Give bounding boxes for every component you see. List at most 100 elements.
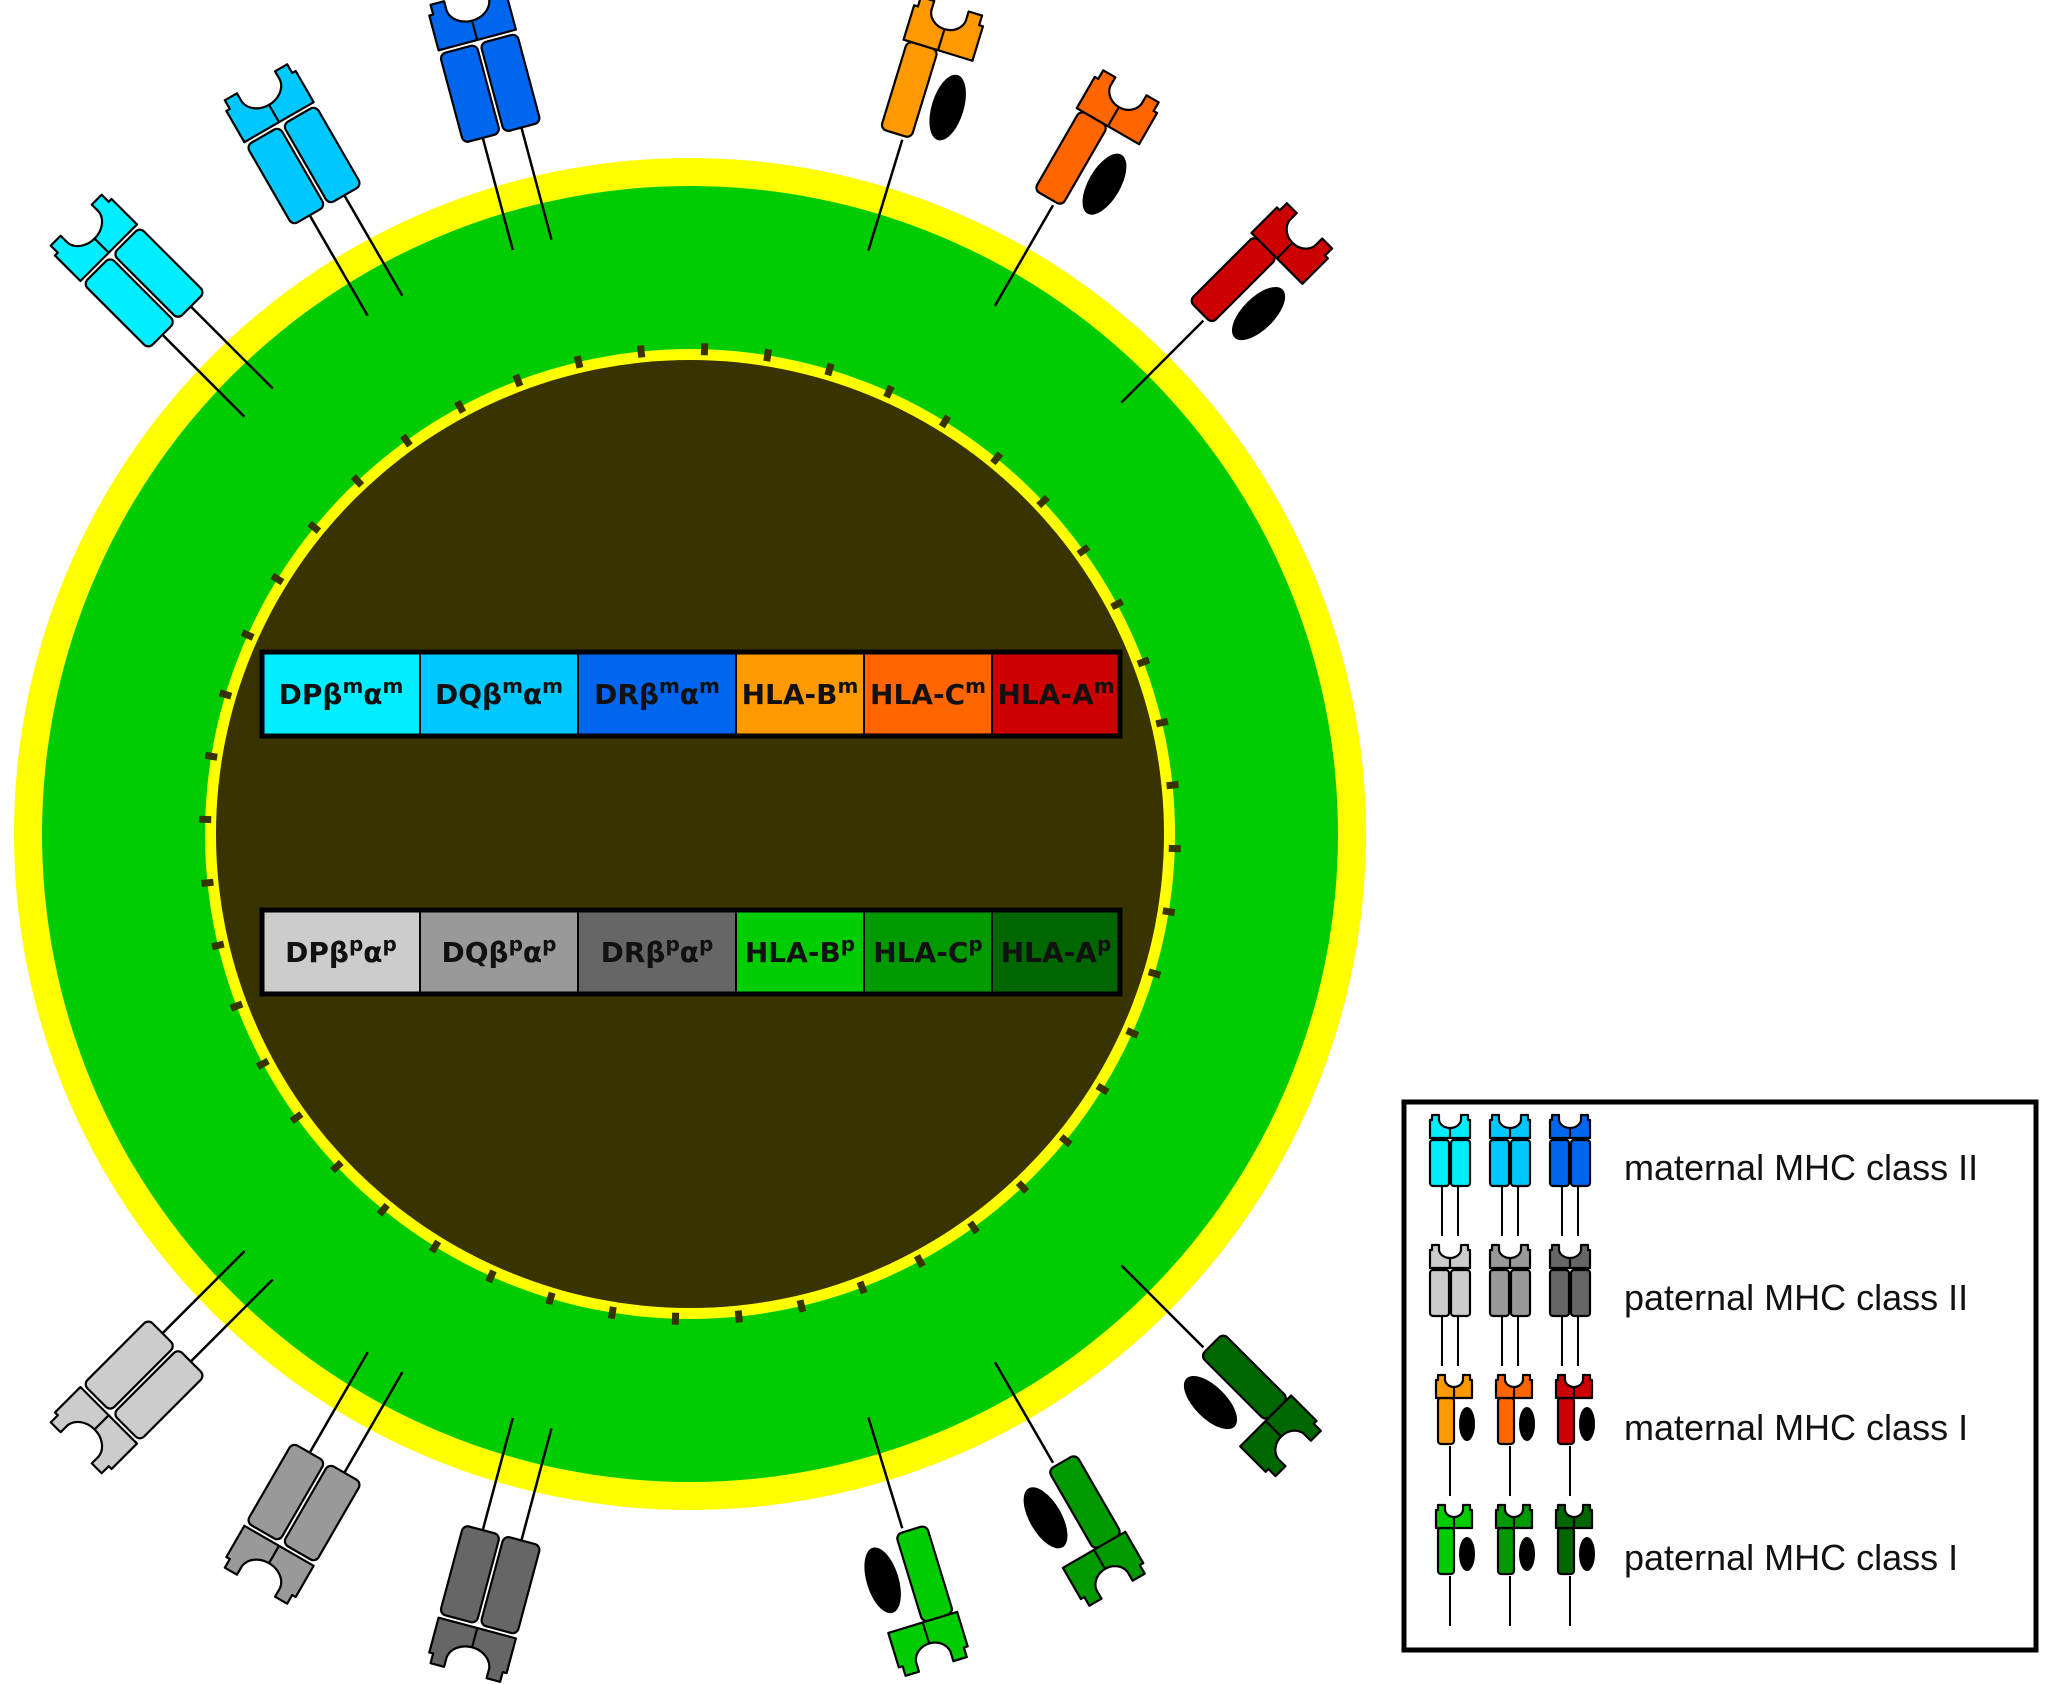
mhc-dr-maternal [428,0,541,143]
nuclear-pore [913,1254,926,1269]
beta2-domain [1449,1268,1472,1318]
nuclear-pore [512,373,524,388]
legend-icon-body [1548,1113,1592,1236]
domain-divider [268,104,280,123]
beta2-domain [1509,1268,1532,1318]
nuclear-pore [1136,656,1151,668]
nuclear-pore [330,1159,344,1174]
molecule-body [49,193,204,348]
mhc-dq-maternal [223,63,361,225]
nuclear-pore [1166,781,1179,790]
alpha2-domain [1488,1268,1511,1318]
gene-label: HLA-Cm [870,674,986,711]
molecule-body [1190,202,1334,341]
molecule-body [864,1525,969,1677]
nuclear-pore [1155,717,1169,728]
nuclear-pore [307,520,322,534]
alpha2-domain [1428,1138,1451,1188]
alpha2-domain [1488,1138,1511,1188]
molecule-body [428,1525,541,1683]
legend-label: maternal MHC class I [1624,1407,1968,1448]
legend-icon-body [1428,1243,1472,1366]
beta2-domain [114,228,204,318]
legend-icon-body [1434,1503,1475,1626]
gene-cell-box [991,651,1121,737]
mhc-hla-c-maternal [1035,69,1160,215]
domain-divider [936,28,946,51]
nuclear-pore [240,629,255,641]
legend-row: paternal MHC class II [1428,1243,1968,1366]
transmembrane-stem [481,1417,515,1531]
transmembrane-stem [520,1428,553,1541]
nuclear-pore [573,355,584,369]
nuclear-pore [938,414,952,429]
alpha2-domain [1428,1268,1451,1318]
legend-icon [1434,1373,1475,1496]
legend-icon-body [1488,1113,1532,1236]
mhc-hla-c-paternal [1023,1455,1146,1607]
gene-label: DPβpαp [285,932,397,969]
gene-label: DPβmαm [279,674,404,711]
gene-label: DQβmαm [435,674,563,711]
mhc-hla-a-maternal [1190,202,1334,341]
domain-divider [93,1414,110,1431]
beta2-microglobulin [1023,1487,1068,1549]
legend-icon [1434,1503,1475,1626]
legend-icon-body [1488,1243,1532,1366]
nuclear-pore [376,1202,390,1217]
molecule-body [428,0,541,143]
gene-cell-box [735,909,865,995]
transmembrane-stem [867,139,904,252]
gene-label: DRβmαm [594,674,720,711]
mhc-hla-b-maternal [880,0,985,141]
transmembrane-stem [161,333,246,418]
paternal-hla-c-cell: HLA-Cp [863,909,993,995]
transmembrane-stem [308,214,369,317]
legend-row: paternal MHC class I [1434,1503,1958,1626]
domain-divider [471,1627,479,1648]
beta2-microglobulin [1459,1407,1475,1441]
gene-label: HLA-Bm [742,674,859,711]
beta2-microglobulin [1082,153,1127,215]
nuclear-pore [1076,544,1091,557]
paternal-drβ-cell: DRβpαp [577,909,737,995]
nuclear-pore [229,1000,244,1012]
alpha2-domain [480,1536,541,1635]
paternal-dqβ-cell: DQβpαp [419,909,579,995]
legend-label: paternal MHC class II [1624,1277,1968,1318]
legend-row: maternal MHC class II [1428,1113,1978,1236]
nuclear-pore [400,433,413,448]
legend-icon [1554,1373,1595,1496]
alpha3-domain [1556,1396,1576,1446]
nuclear-pore [289,1111,304,1124]
nuclear-pores [199,343,1181,1325]
molecule-body [49,1320,204,1475]
legend-icon-body [1494,1503,1535,1626]
maternal-dqβ-cell: DQβmαm [419,651,579,737]
legend-icon [1494,1503,1535,1626]
transmembrane-stem [189,1278,274,1363]
domain-divider [1276,242,1294,260]
beta2-microglobulin [1579,1537,1595,1571]
nuclear-pore [545,1291,556,1306]
legend-icon [1554,1503,1595,1626]
transmembrane-stem [993,204,1055,307]
molecule-body [223,63,361,225]
nuclear-pore [1095,1082,1110,1096]
legend-icon-body [1554,1373,1595,1496]
transmembrane-stem [867,1416,904,1529]
legend-label: paternal MHC class I [1624,1537,1958,1578]
legend-row: maternal MHC class I [1434,1373,1968,1496]
maternal-drβ-cell: DRβmαm [577,651,737,737]
beta2-microglobulin [1183,1375,1238,1430]
maternal-bar-outline [259,649,1123,739]
transmembrane-stem [1120,1264,1205,1349]
domain-divider [921,1622,931,1644]
mhc-molecules [49,0,1334,1683]
nuclear-pore [763,348,773,362]
paternal-bar-outline [259,907,1123,997]
transmembrane-stem [308,1351,369,1454]
